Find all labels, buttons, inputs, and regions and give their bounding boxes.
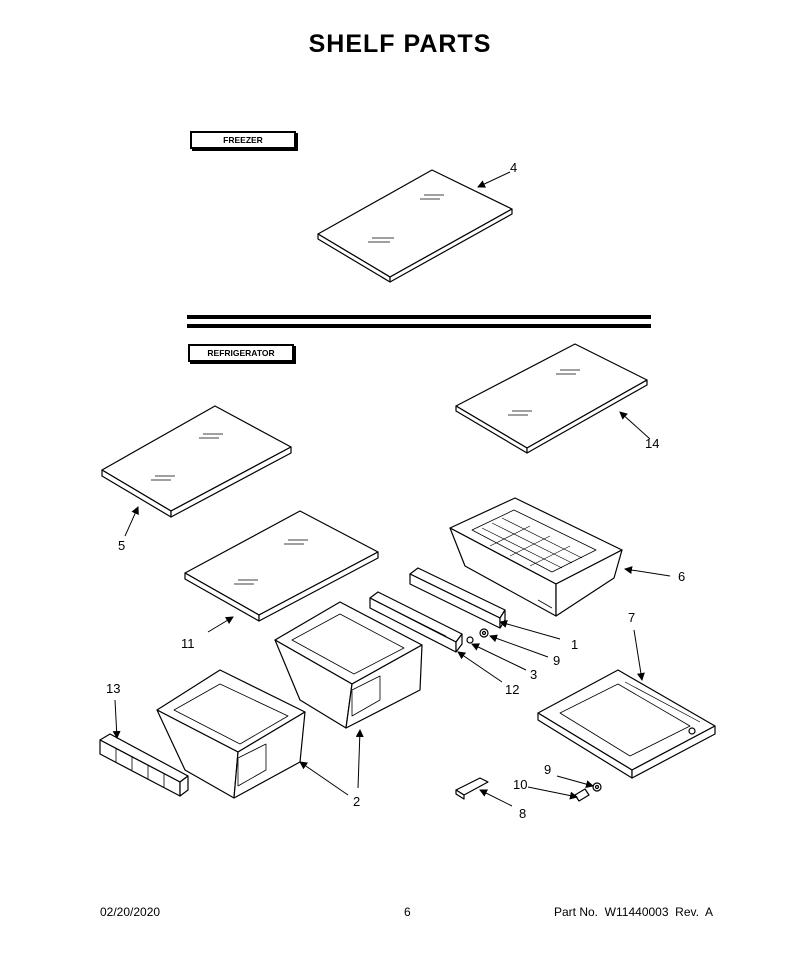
callout-4: 4 — [510, 160, 518, 175]
callout-6: 6 — [678, 569, 686, 584]
callout-9-lower: 9 — [544, 762, 552, 777]
crisper-drawer-left — [156, 669, 306, 799]
callout-12: 12 — [505, 682, 520, 697]
footer-date: 02/20/2020 — [100, 905, 161, 919]
callout-9-upper: 9 — [553, 653, 561, 668]
drawer-slide-rail-lower — [369, 591, 463, 653]
crisper-drawer-right — [274, 601, 423, 729]
callout-14: 14 — [645, 436, 660, 451]
refrigerator-glass-shelf-upper-right — [455, 343, 648, 454]
callout-1: 1 — [571, 637, 579, 652]
deli-drawer — [449, 497, 623, 617]
drawer-slide-rail-upper — [409, 567, 506, 629]
callout-10: 10 — [513, 777, 528, 792]
callout-7: 7 — [628, 610, 636, 625]
small-clip — [455, 777, 489, 800]
refrigerator-glass-shelf-left — [101, 405, 292, 518]
section-divider-top — [187, 315, 651, 319]
screw-and-bushing — [574, 782, 602, 802]
callout-2: 2 — [353, 794, 361, 809]
callout-11: 11 — [181, 636, 195, 651]
page-title: SHELF PARTS — [308, 30, 492, 58]
section-divider-bottom — [187, 324, 651, 328]
refrigerator-glass-shelf-middle — [184, 510, 379, 622]
freezer-glass-shelf — [317, 169, 513, 283]
freezer-section-label: FREEZER — [190, 131, 296, 149]
drawer-bracket — [99, 733, 189, 797]
refrigerator-section-label: REFRIGERATOR — [188, 344, 294, 362]
callout-5: 5 — [118, 538, 126, 553]
footer-part-number: Part No. W11440003 Rev. A — [554, 905, 713, 919]
callout-8: 8 — [519, 806, 527, 821]
callout-13: 13 — [106, 681, 121, 696]
footer-page-number: 6 — [404, 905, 411, 919]
crisper-cover-tray — [537, 669, 716, 779]
screw — [466, 636, 474, 644]
callout-3: 3 — [530, 667, 538, 682]
